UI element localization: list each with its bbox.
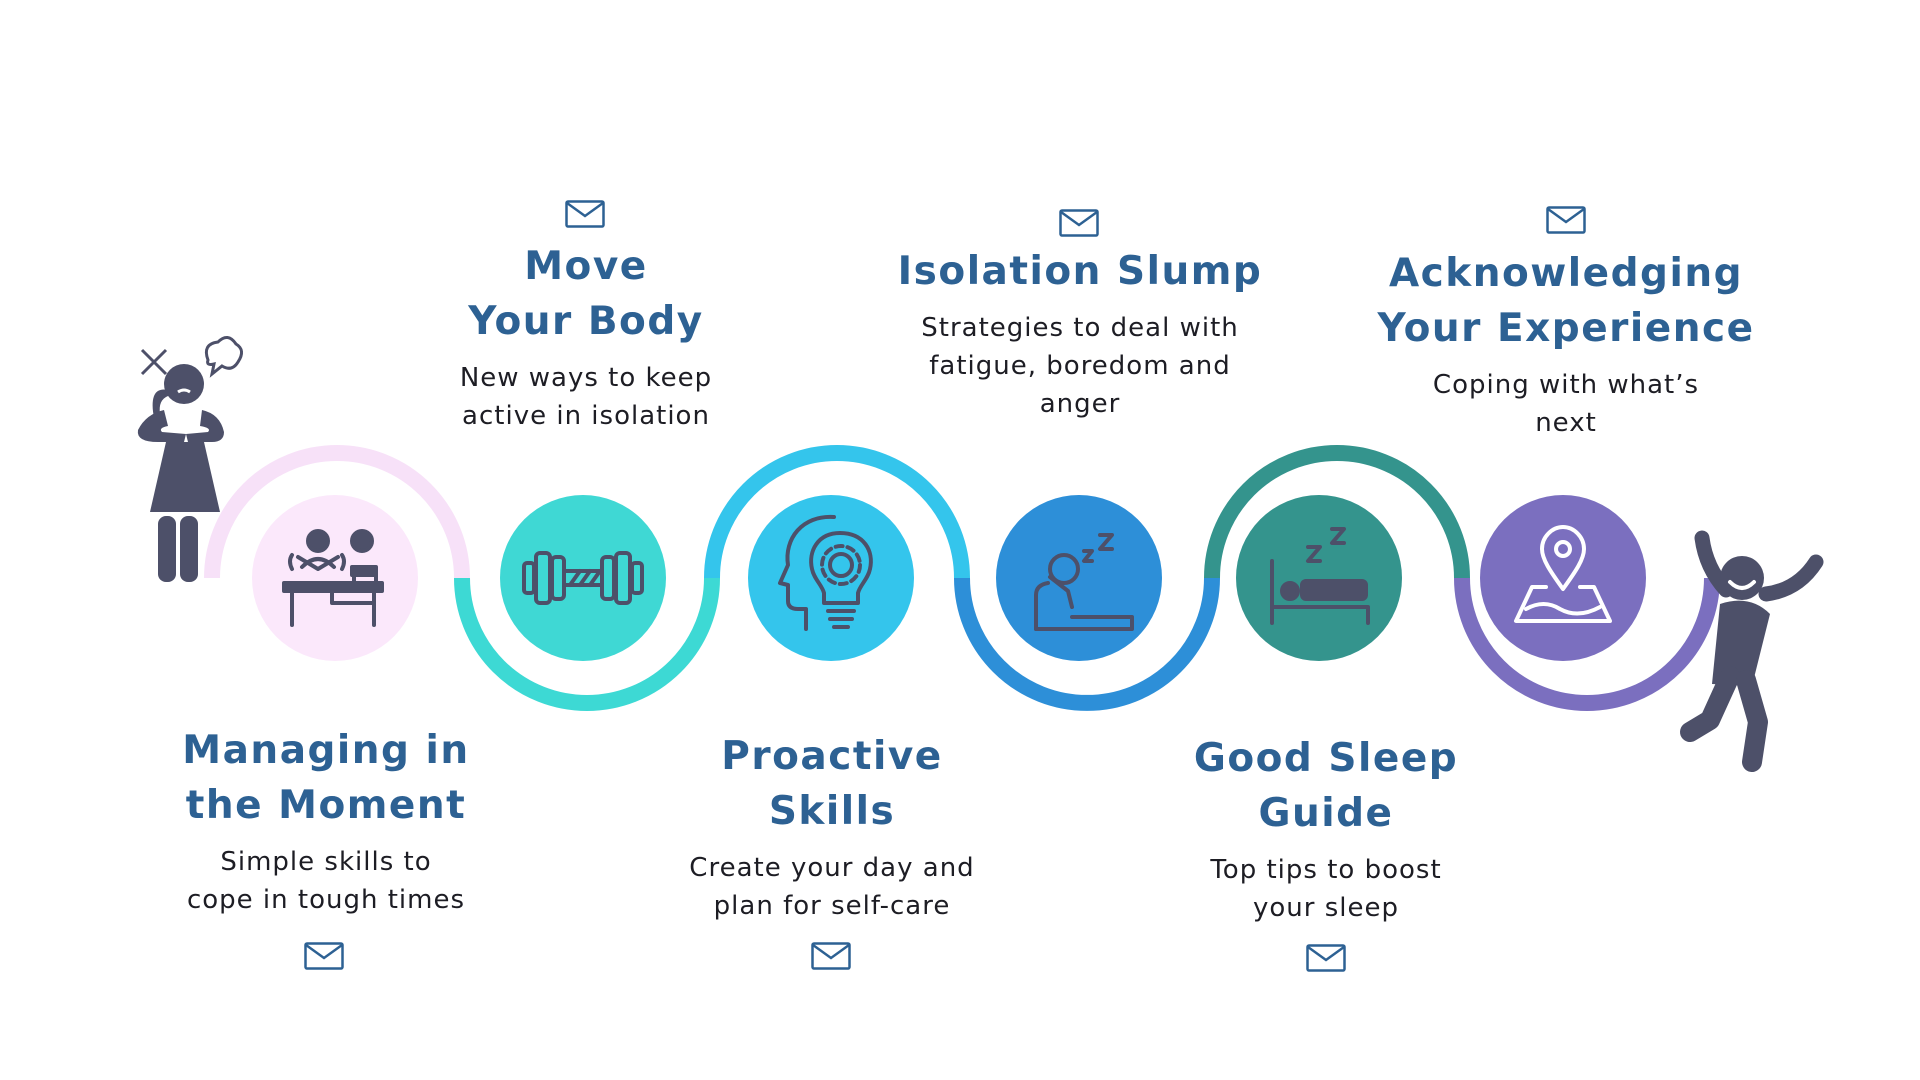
step-5-mail-icon[interactable] [1306, 944, 1346, 972]
step-3-mail-icon[interactable] [811, 942, 851, 970]
step-4-title: Isolation Slump [897, 249, 1263, 294]
sleepy-desk-icon [1034, 533, 1134, 631]
step-3-desc: Create your day and plan for self-care [689, 853, 975, 921]
step-2-circle [500, 495, 666, 661]
wave-arc-3 [704, 445, 970, 579]
wave-arc-6 [1454, 577, 1720, 711]
desk-study-icon [282, 529, 384, 627]
step-4-mail-icon[interactable] [1059, 209, 1099, 237]
step-4-circle [996, 495, 1162, 661]
step-5-title: Good Sleep Guide [1193, 736, 1459, 836]
map-pin-icon [1514, 525, 1612, 623]
wave-arc-4 [954, 577, 1220, 711]
wave-arc-5 [1204, 445, 1470, 579]
step-2-title: Move Your Body [468, 244, 704, 344]
step-5-circle [1236, 495, 1402, 661]
wave-arc-1 [204, 445, 470, 579]
step-1-text: Managing in the Moment Simple skills to … [116, 723, 536, 919]
step-1-circle [252, 495, 418, 661]
jumping-person-icon [1680, 530, 1824, 772]
step-3-text: Proactive Skills Create your day and pla… [622, 729, 1042, 925]
step-1-mail-icon[interactable] [304, 942, 344, 970]
step-2-mail-icon[interactable] [565, 200, 605, 228]
step-5-desc: Top tips to boost your sleep [1210, 855, 1442, 923]
frustrated-woman-icon [137, 336, 243, 582]
step-6-desc: Coping with what’s next [1432, 370, 1700, 438]
step-3-circle [748, 495, 914, 661]
step-4-text: Isolation Slump Strategies to deal with … [870, 244, 1290, 423]
head-lightbulb-gear-icon [778, 514, 873, 631]
step-6-circle [1480, 495, 1646, 661]
step-2-desc: New ways to keep active in isolation [459, 363, 713, 431]
step-1-desc: Simple skills to cope in tough times [186, 847, 466, 915]
bed-sleep-icon [1270, 527, 1370, 625]
step-4-desc: Strategies to deal with fatigue, boredom… [921, 313, 1239, 419]
step-1-title: Managing in the Moment [182, 728, 470, 828]
dumbbell-icon [522, 551, 644, 605]
step-6-mail-icon[interactable] [1546, 206, 1586, 234]
step-3-title: Proactive Skills [721, 734, 943, 834]
step-2-text: Move Your Body New ways to keep active i… [376, 239, 796, 435]
step-6-title: Acknowledging Your Experience [1377, 251, 1755, 351]
wave-arc-2 [454, 577, 720, 711]
step-5-text: Good Sleep Guide Top tips to boost your … [1116, 731, 1536, 927]
step-6-text: Acknowledging Your Experience Coping wit… [1356, 246, 1776, 442]
